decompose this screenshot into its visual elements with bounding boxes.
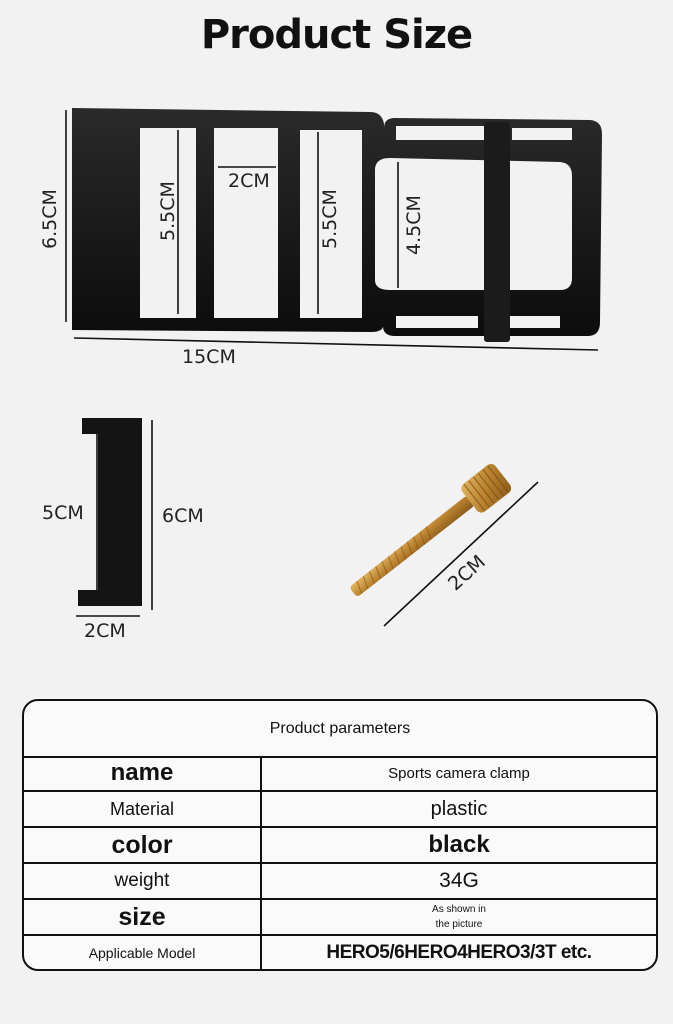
label-plate-height: 6.5CM (38, 189, 61, 249)
row-value: 34G (439, 869, 479, 892)
label-slot1-height: 5.5CM (156, 181, 179, 241)
row-value: HERO5/6HERO4HERO3/3T etc. (326, 941, 592, 963)
label-plate-length: 15CM (182, 346, 236, 368)
size-value-line2: the picture (435, 919, 483, 930)
table-row-applicable-model: Applicable Model HERO5/6HERO4HERO3/3T et… (24, 936, 656, 969)
row-value: plastic (430, 797, 488, 820)
dim-line-plate-length (73, 337, 599, 351)
page-title: Product Size (200, 12, 473, 58)
table-row-color: color black (24, 828, 656, 864)
row-label: weight (24, 864, 262, 898)
table-row-size: size As shown in the picture (24, 900, 656, 936)
size-value-line1: As shown in (432, 904, 486, 915)
thumb-screw (350, 463, 512, 596)
table-row-name: name Sports camera clamp (24, 756, 656, 792)
row-value: As shown in the picture (262, 900, 656, 934)
row-label: Material (24, 792, 262, 826)
bracket-piece (78, 418, 142, 606)
label-slot-width: 2CM (228, 170, 270, 192)
row-label: color (24, 828, 262, 862)
clamp-plate-figure (65, 108, 602, 627)
label-clamp-gap: 4.5CM (402, 195, 425, 255)
product-parameters-table: Product parameters name Sports camera cl… (22, 699, 658, 971)
row-label: Applicable Model (24, 936, 262, 969)
label-slot2-height: 5.5CM (318, 189, 341, 249)
label-bracket-inner: 5CM (42, 502, 84, 524)
clamp-crossbar (484, 122, 510, 342)
dim-line-screw-length (383, 481, 539, 627)
table-row-material: Material plastic (24, 792, 656, 828)
row-value: black (428, 831, 490, 858)
label-bracket-outer: 6CM (162, 505, 204, 527)
row-value: Sports camera clamp (388, 764, 530, 782)
clamp-plate (72, 108, 602, 336)
table-row-weight: weight 34G (24, 864, 656, 900)
row-label: name (24, 756, 262, 790)
label-bracket-width: 2CM (84, 620, 126, 642)
row-label: size (24, 900, 262, 934)
table-header: Product parameters (24, 701, 656, 758)
